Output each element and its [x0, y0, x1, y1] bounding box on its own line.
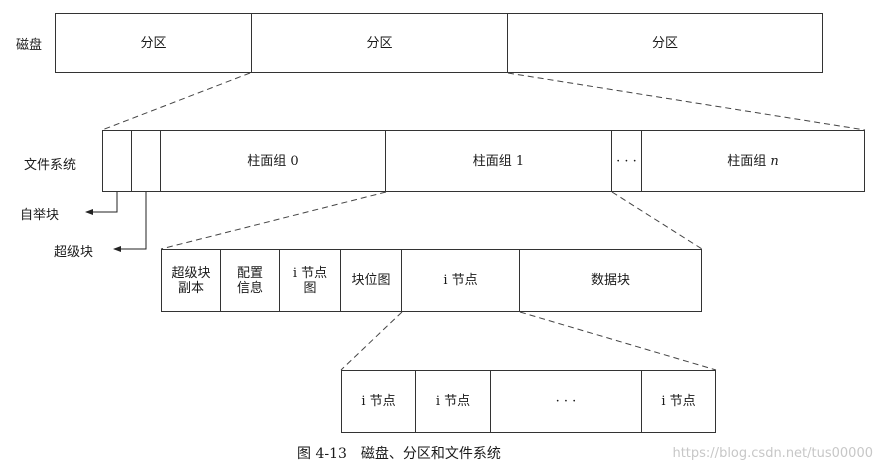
cylinder-group-cell: 柱面组 0: [161, 130, 386, 192]
cylinder-group-n-label: 柱面组 n: [727, 153, 779, 169]
ellipsis-cell: · · ·: [612, 130, 642, 192]
inode-map-cell: i 节点图: [280, 249, 341, 312]
inode-region-cell: i 节点: [402, 249, 520, 312]
zoom-line-disk-left: [101, 72, 251, 131]
partition-cell: 分区: [252, 13, 508, 73]
boot-block-label: 自举块: [20, 208, 60, 223]
cylinder-group-cell: 柱面组 1: [386, 130, 612, 192]
inode-cell: i 节点: [416, 370, 491, 433]
zoom-line-inode-right: [519, 311, 717, 371]
cylinder-group-0-label: 柱面组 0: [247, 153, 299, 169]
data-block-cell: 数据块: [520, 249, 702, 312]
super-block-label: 超级块: [54, 245, 94, 260]
zoom-line-cg-left: [160, 191, 387, 250]
block-bitmap-cell: 块位图: [341, 249, 402, 312]
watermark: https://blog.csdn.net/tus00000: [672, 446, 873, 461]
inode-ellipsis-cell: · · ·: [491, 370, 642, 433]
inode-cell: i 节点: [341, 370, 416, 433]
zoom-line-disk-right: [507, 72, 866, 131]
filesystem-label: 文件系统: [24, 158, 77, 173]
zoom-line-inode-left: [340, 311, 403, 371]
inode-cell: i 节点: [642, 370, 716, 433]
boot-block-cell: [102, 130, 132, 192]
ellipsis-label: · · ·: [616, 153, 637, 169]
partition-cell: 分区: [55, 13, 252, 73]
cylinder-group-cell: 柱面组 n: [642, 130, 865, 192]
disk-label: 磁盘: [16, 38, 43, 53]
partition-cell: 分区: [508, 13, 823, 73]
figure-caption: 图 4-13 磁盘、分区和文件系统: [297, 446, 501, 462]
super-block-arrow: [113, 176, 147, 252]
super-block-cell: [132, 130, 161, 192]
zoom-line-cg-right: [611, 191, 703, 250]
config-info-cell: 配置信息: [221, 249, 280, 312]
cylinder-group-1-label: 柱面组 1: [472, 153, 525, 169]
super-block-copy-cell: 超级块副本: [161, 249, 221, 312]
